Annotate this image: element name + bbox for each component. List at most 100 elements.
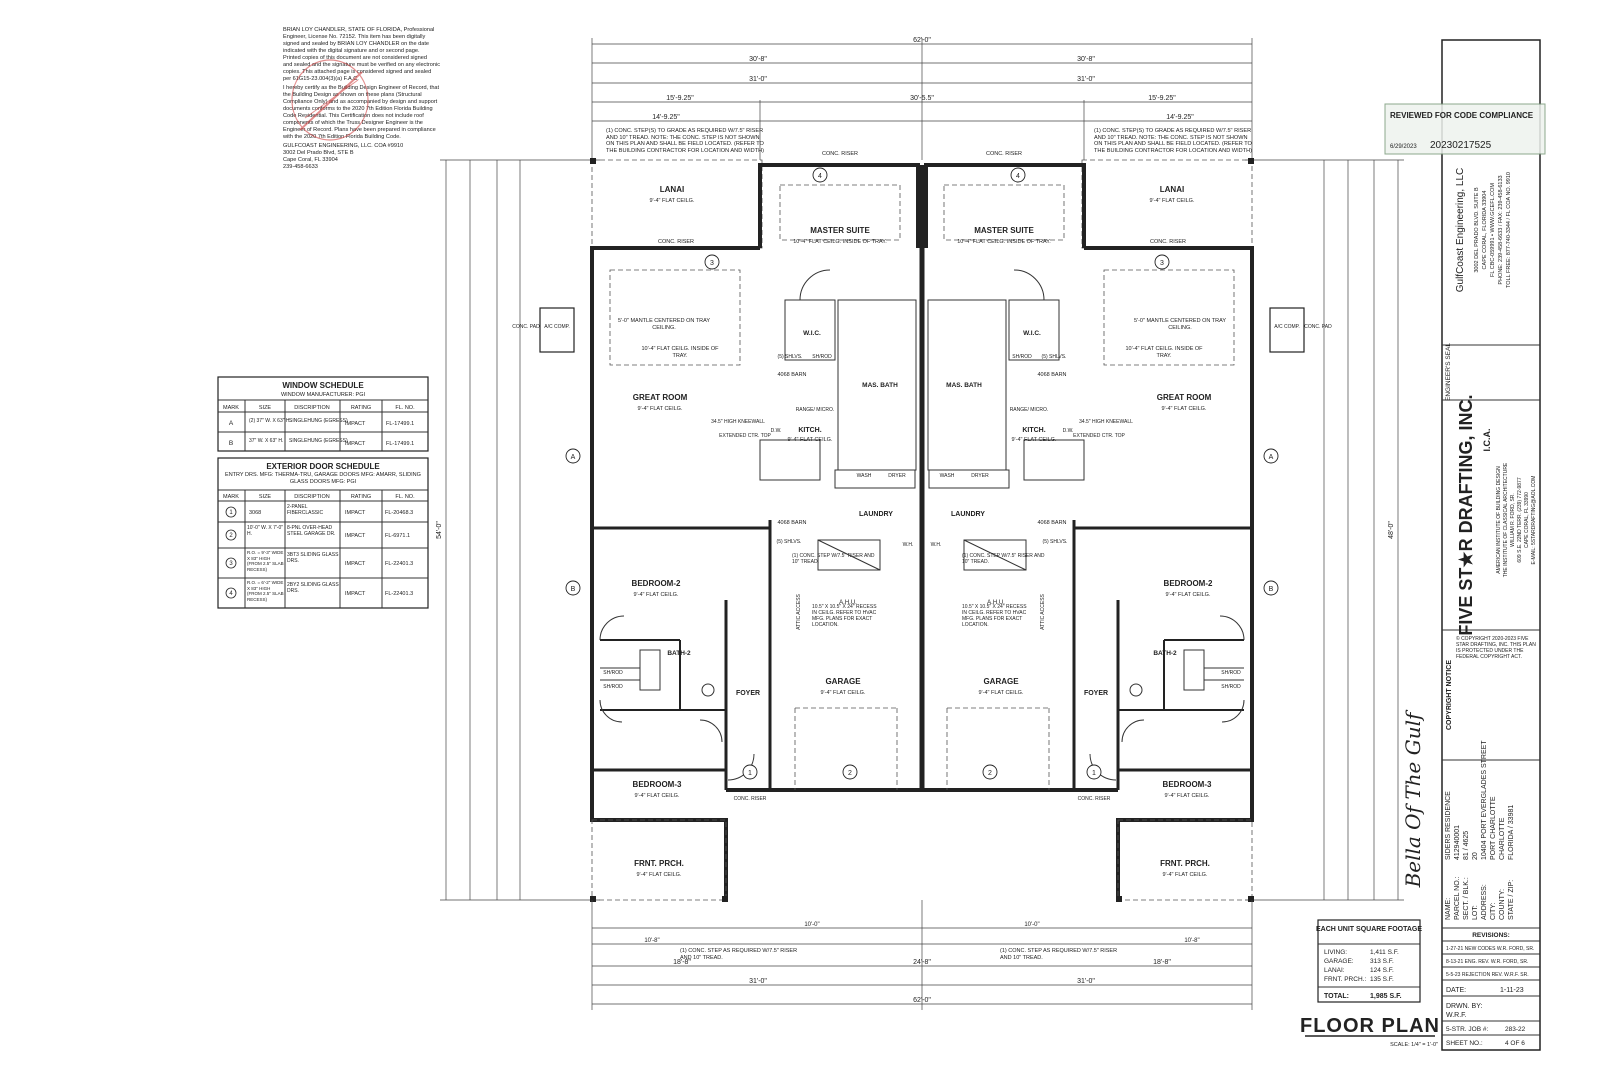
svg-text:283-22: 283-22 [1505, 1026, 1526, 1033]
square-footage-table: EACH UNIT SQUARE FOOTAGE LIVING: 1,411 S… [1316, 919, 1422, 1003]
room-label-bedroom-3: BEDROOM-3 [633, 780, 682, 789]
svg-text:W.H.: W.H. [931, 542, 942, 548]
svg-text:DISCRIPTION: DISCRIPTION [294, 494, 329, 500]
svg-text:DRYER: DRYER [888, 473, 906, 479]
svg-text:1: 1 [229, 510, 233, 516]
svg-text:W.H.: W.H. [903, 542, 914, 548]
svg-text:A/C COMP.: A/C COMP. [544, 324, 569, 330]
svg-text:PARCEL NO.:: PARCEL NO.: [1454, 876, 1461, 920]
conc-step-note-right: (1) CONC. STEP(S) TO GRADE AS REQUIRED W… [1094, 128, 1252, 154]
svg-text:I hereby certify as the Buildi: I hereby certify as the Building Design … [283, 85, 440, 91]
svg-text:GULFCOAST ENGINEERING, LLC. CO: GULFCOAST ENGINEERING, LLC. COA #9910 [283, 143, 403, 149]
svg-text:(5) SHLVS.: (5) SHLVS. [1042, 354, 1067, 360]
svg-text:FL. NO.: FL. NO. [395, 405, 415, 411]
svg-text:DRWN. BY:: DRWN. BY: [1446, 1003, 1482, 1010]
room-label-kitchen: KITCH. [798, 427, 821, 434]
sqft-total-label: TOTAL: [1324, 993, 1349, 1000]
svg-text:54'-0": 54'-0" [436, 521, 443, 539]
svg-text:10'-8": 10'-8" [644, 938, 659, 944]
seal-stamp-graphic [291, 59, 369, 141]
drafting-firm-name: FIVE ST★R DRAFTING, INC. [1456, 394, 1476, 635]
svg-text:CITY:: CITY: [1490, 902, 1497, 920]
svg-text:4068 BARN: 4068 BARN [777, 520, 806, 526]
svg-text:31'-0": 31'-0" [749, 76, 767, 83]
svg-text:ATTIC ACCESS: ATTIC ACCESS [796, 593, 802, 629]
building-walls [539, 158, 1305, 902]
window-schedule: WINDOW SCHEDULE WINDOW MANUFACTURER: PGI… [217, 376, 429, 452]
svg-text:1-11-23: 1-11-23 [1500, 987, 1524, 994]
svg-text:components of which the Truss: components of which the Truss Designer E… [283, 120, 423, 126]
svg-text:TOLL FREE: 877-740-3344 / FL C: TOLL FREE: 877-740-3344 / FL COA NO. 991… [1506, 172, 1512, 288]
revisions-block: REVISIONS: 1-27-21 NEW CODES W.R. FORD, … [1442, 932, 1540, 1047]
svg-text:135 S.F.: 135 S.F. [1370, 976, 1394, 983]
svg-text:indicated with the digital sig: indicated with the digital signature and… [283, 48, 420, 54]
svg-text:NAME:: NAME: [1445, 898, 1452, 920]
svg-text:BRIAN LOY CHANDLER, STATE OF F: BRIAN LOY CHANDLER, STATE OF FLORIDA, Pr… [283, 27, 434, 33]
room-label-bedroom-2: BEDROOM-2 [1164, 579, 1213, 588]
svg-text:20: 20 [1472, 852, 1479, 860]
svg-text:WINDOW MANUFACTURER: PGI: WINDOW MANUFACTURER: PGI [281, 392, 365, 398]
svg-text:9'-4" FLAT CEILG.: 9'-4" FLAT CEILG. [634, 592, 679, 598]
title-block: REVIEWED FOR CODE COMPLIANCE 6/29/2023 2… [1384, 39, 1546, 1051]
svg-text:239-458-6633: 239-458-6633 [283, 164, 318, 170]
engineer-seal-label: ENGINEER'S SEAL [1445, 343, 1452, 401]
svg-text:RANGE/ MICRO.: RANGE/ MICRO. [1010, 407, 1049, 413]
svg-text:LANAI:: LANAI: [1324, 967, 1345, 974]
room-label-wic: W.I.C. [1023, 330, 1041, 337]
svg-text:CAPE CORAL, FL 33990: CAPE CORAL, FL 33990 [1524, 492, 1530, 548]
svg-text:COUNTY:: COUNTY: [1499, 889, 1506, 920]
svg-text:D.W.: D.W. [771, 428, 782, 434]
svg-text:Engineer, License No. 72152. T: Engineer, License No. 72152. This item h… [283, 34, 426, 40]
svg-text:9'-4" FLAT CEILG.: 9'-4" FLAT CEILG. [1012, 437, 1057, 443]
room-labels-right-unit: LANAI 9'-4" FLAT CEILG. MASTER SUITE 10'… [931, 151, 1333, 878]
svg-text:34.5" HIGH KNEEWALL: 34.5" HIGH KNEEWALL [711, 419, 765, 425]
svg-text:18'-8": 18'-8" [673, 959, 691, 966]
svg-text:10'-0": 10'-0" [804, 922, 819, 928]
window-schedule-title: WINDOW SCHEDULE [282, 381, 364, 390]
svg-text:9'-4" FLAT CEILG.: 9'-4" FLAT CEILG. [821, 690, 866, 696]
door-schedule-title: EXTERIOR DOOR SCHEDULE [266, 462, 380, 471]
room-labels-left-unit: LANAI 9'-4" FLAT CEILG. MASTER SUITE 10'… [512, 151, 913, 878]
svg-text:FL-20468.3: FL-20468.3 [385, 510, 413, 516]
sqft-total-value: 1,985 S.F. [1370, 993, 1402, 1000]
svg-text:FL CBC-059991 • WWW.GCEFL.COM: FL CBC-059991 • WWW.GCEFL.COM [1490, 183, 1496, 277]
svg-text:EXTENDED CTR. TOP: EXTENDED CTR. TOP [1073, 433, 1125, 439]
svg-text:IMPACT: IMPACT [345, 533, 366, 539]
svg-text:34.5" HIGH KNEEWALL: 34.5" HIGH KNEEWALL [1079, 419, 1133, 425]
svg-text:18'-8": 18'-8" [1153, 959, 1171, 966]
svg-text:FL-22401.3: FL-22401.3 [385, 561, 413, 567]
room-label-bath-2: BATH-2 [667, 650, 691, 657]
table-row: 3 R.O. = 9'-3" WIDE X 83" HIGH (FROM 2.5… [225, 550, 413, 572]
conc-step-note-bottom-right: (1) CONC. STEP AS REQUIRED W/7.5" RISER … [1000, 948, 1117, 961]
room-label-master-bath: MAS. BATH [946, 382, 982, 389]
svg-text:LOT:: LOT: [1472, 905, 1479, 920]
svg-text:FL-17499.1: FL-17499.1 [386, 441, 414, 447]
room-label-garage: GARAGE [825, 677, 861, 686]
table-row: 1 3068 2-PANEL FIBERCLASSIC IMPACT FL-20… [225, 504, 413, 518]
svg-text:81 / 4625: 81 / 4625 [1463, 831, 1470, 860]
svg-text:10404 PORT EVERGLADES STREET: 10404 PORT EVERGLADES STREET [1481, 740, 1488, 860]
svg-text:A.H.U.: A.H.U. [987, 600, 1005, 606]
svg-text:CONC. RISER: CONC. RISER [822, 151, 858, 157]
svg-text:CAPE CORAL, FLORIDA 33904: CAPE CORAL, FLORIDA 33904 [1482, 191, 1488, 270]
svg-text:SH/ROD: SH/ROD [603, 670, 623, 676]
svg-text:9'-4" FLAT CEILG.: 9'-4" FLAT CEILG. [1162, 406, 1207, 412]
room-label-bath-2: BATH-2 [1153, 650, 1177, 657]
svg-text:A/C COMP.: A/C COMP. [1274, 324, 1299, 330]
door-mark-4: 4 [1016, 173, 1020, 180]
svg-text:ATTIC ACCESS: ATTIC ACCESS [1040, 593, 1046, 629]
room-label-front-porch: FRNT. PRCH. [1160, 859, 1210, 868]
exterior-door-schedule: EXTERIOR DOOR SCHEDULE ENTRY DRS. MFG: T… [217, 457, 429, 609]
svg-text:20230217525: 20230217525 [1430, 140, 1492, 151]
svg-text:3002 Del Prado Blvd, STE B: 3002 Del Prado Blvd, STE B [283, 150, 354, 156]
svg-text:FL. NO.: FL. NO. [395, 494, 415, 500]
svg-text:RANGE/ MICRO.: RANGE/ MICRO. [796, 407, 835, 413]
svg-text:REVIEWED FOR CODE COMPLIANCE: REVIEWED FOR CODE COMPLIANCE [1390, 111, 1534, 120]
svg-text:9'-4" FLAT CEILG.: 9'-4" FLAT CEILG. [1150, 198, 1195, 204]
svg-text:31'-0": 31'-0" [749, 978, 767, 985]
svg-text:DATE:: DATE: [1446, 987, 1466, 994]
room-label-kitchen: KITCH. [1022, 427, 1045, 434]
left-dimensions: 54'-0" [436, 159, 600, 901]
room-label-laundry: LAUNDRY [951, 511, 985, 518]
conc-step-note-bottom-left: (1) CONC. STEP AS REQUIRED W/7.5" RISER … [680, 948, 797, 961]
